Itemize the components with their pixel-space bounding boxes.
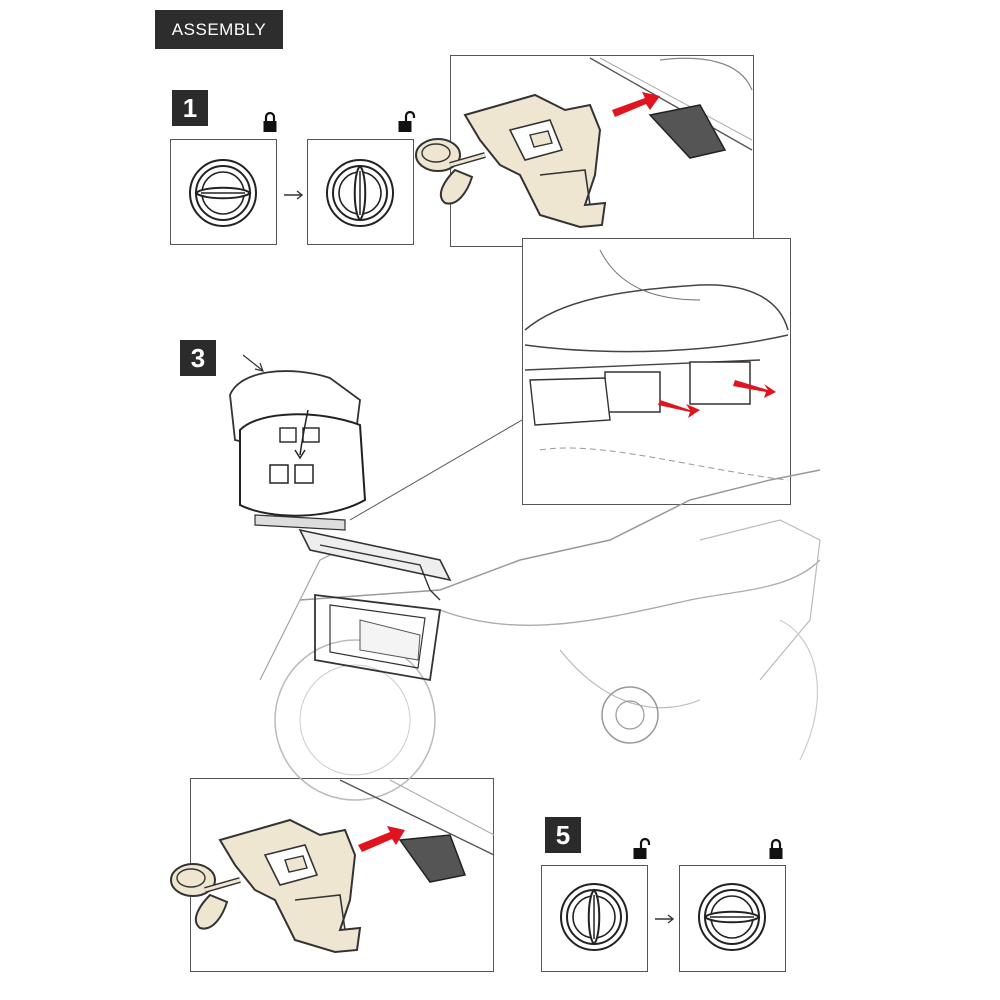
step-3-badge: 3 [180, 340, 216, 376]
step-4-illustration [171, 779, 495, 952]
key-cylinder-locked-icon-5 [698, 883, 766, 951]
key-cylinder-locked-icon [189, 159, 257, 227]
step-3-detail-illustration [524, 249, 789, 481]
padlock-open-icon-5 [632, 837, 651, 861]
right-arrow-icon [284, 190, 304, 200]
key-cylinder-unlocked-icon [326, 159, 394, 227]
release-arrow-icon-2 [733, 380, 776, 398]
step-5-badge: 5 [545, 817, 581, 853]
release-arrow-icon [658, 400, 700, 418]
right-arrow-icon-5 [655, 914, 675, 924]
padlock-closed-icon-5 [768, 838, 784, 861]
pointer-arrow-icon [242, 354, 264, 372]
section-title: ASSEMBLY [155, 10, 283, 49]
padlock-open-icon [397, 110, 416, 134]
motorcycle-illustration [229, 370, 821, 801]
insert-arrow-icon-4 [358, 826, 405, 852]
step-1-badge: 1 [172, 90, 208, 126]
step-2-illustration [416, 57, 753, 227]
key-cylinder-unlocked-icon-5 [560, 883, 628, 951]
padlock-closed-icon [262, 111, 278, 134]
insert-arrow-icon [612, 92, 660, 117]
